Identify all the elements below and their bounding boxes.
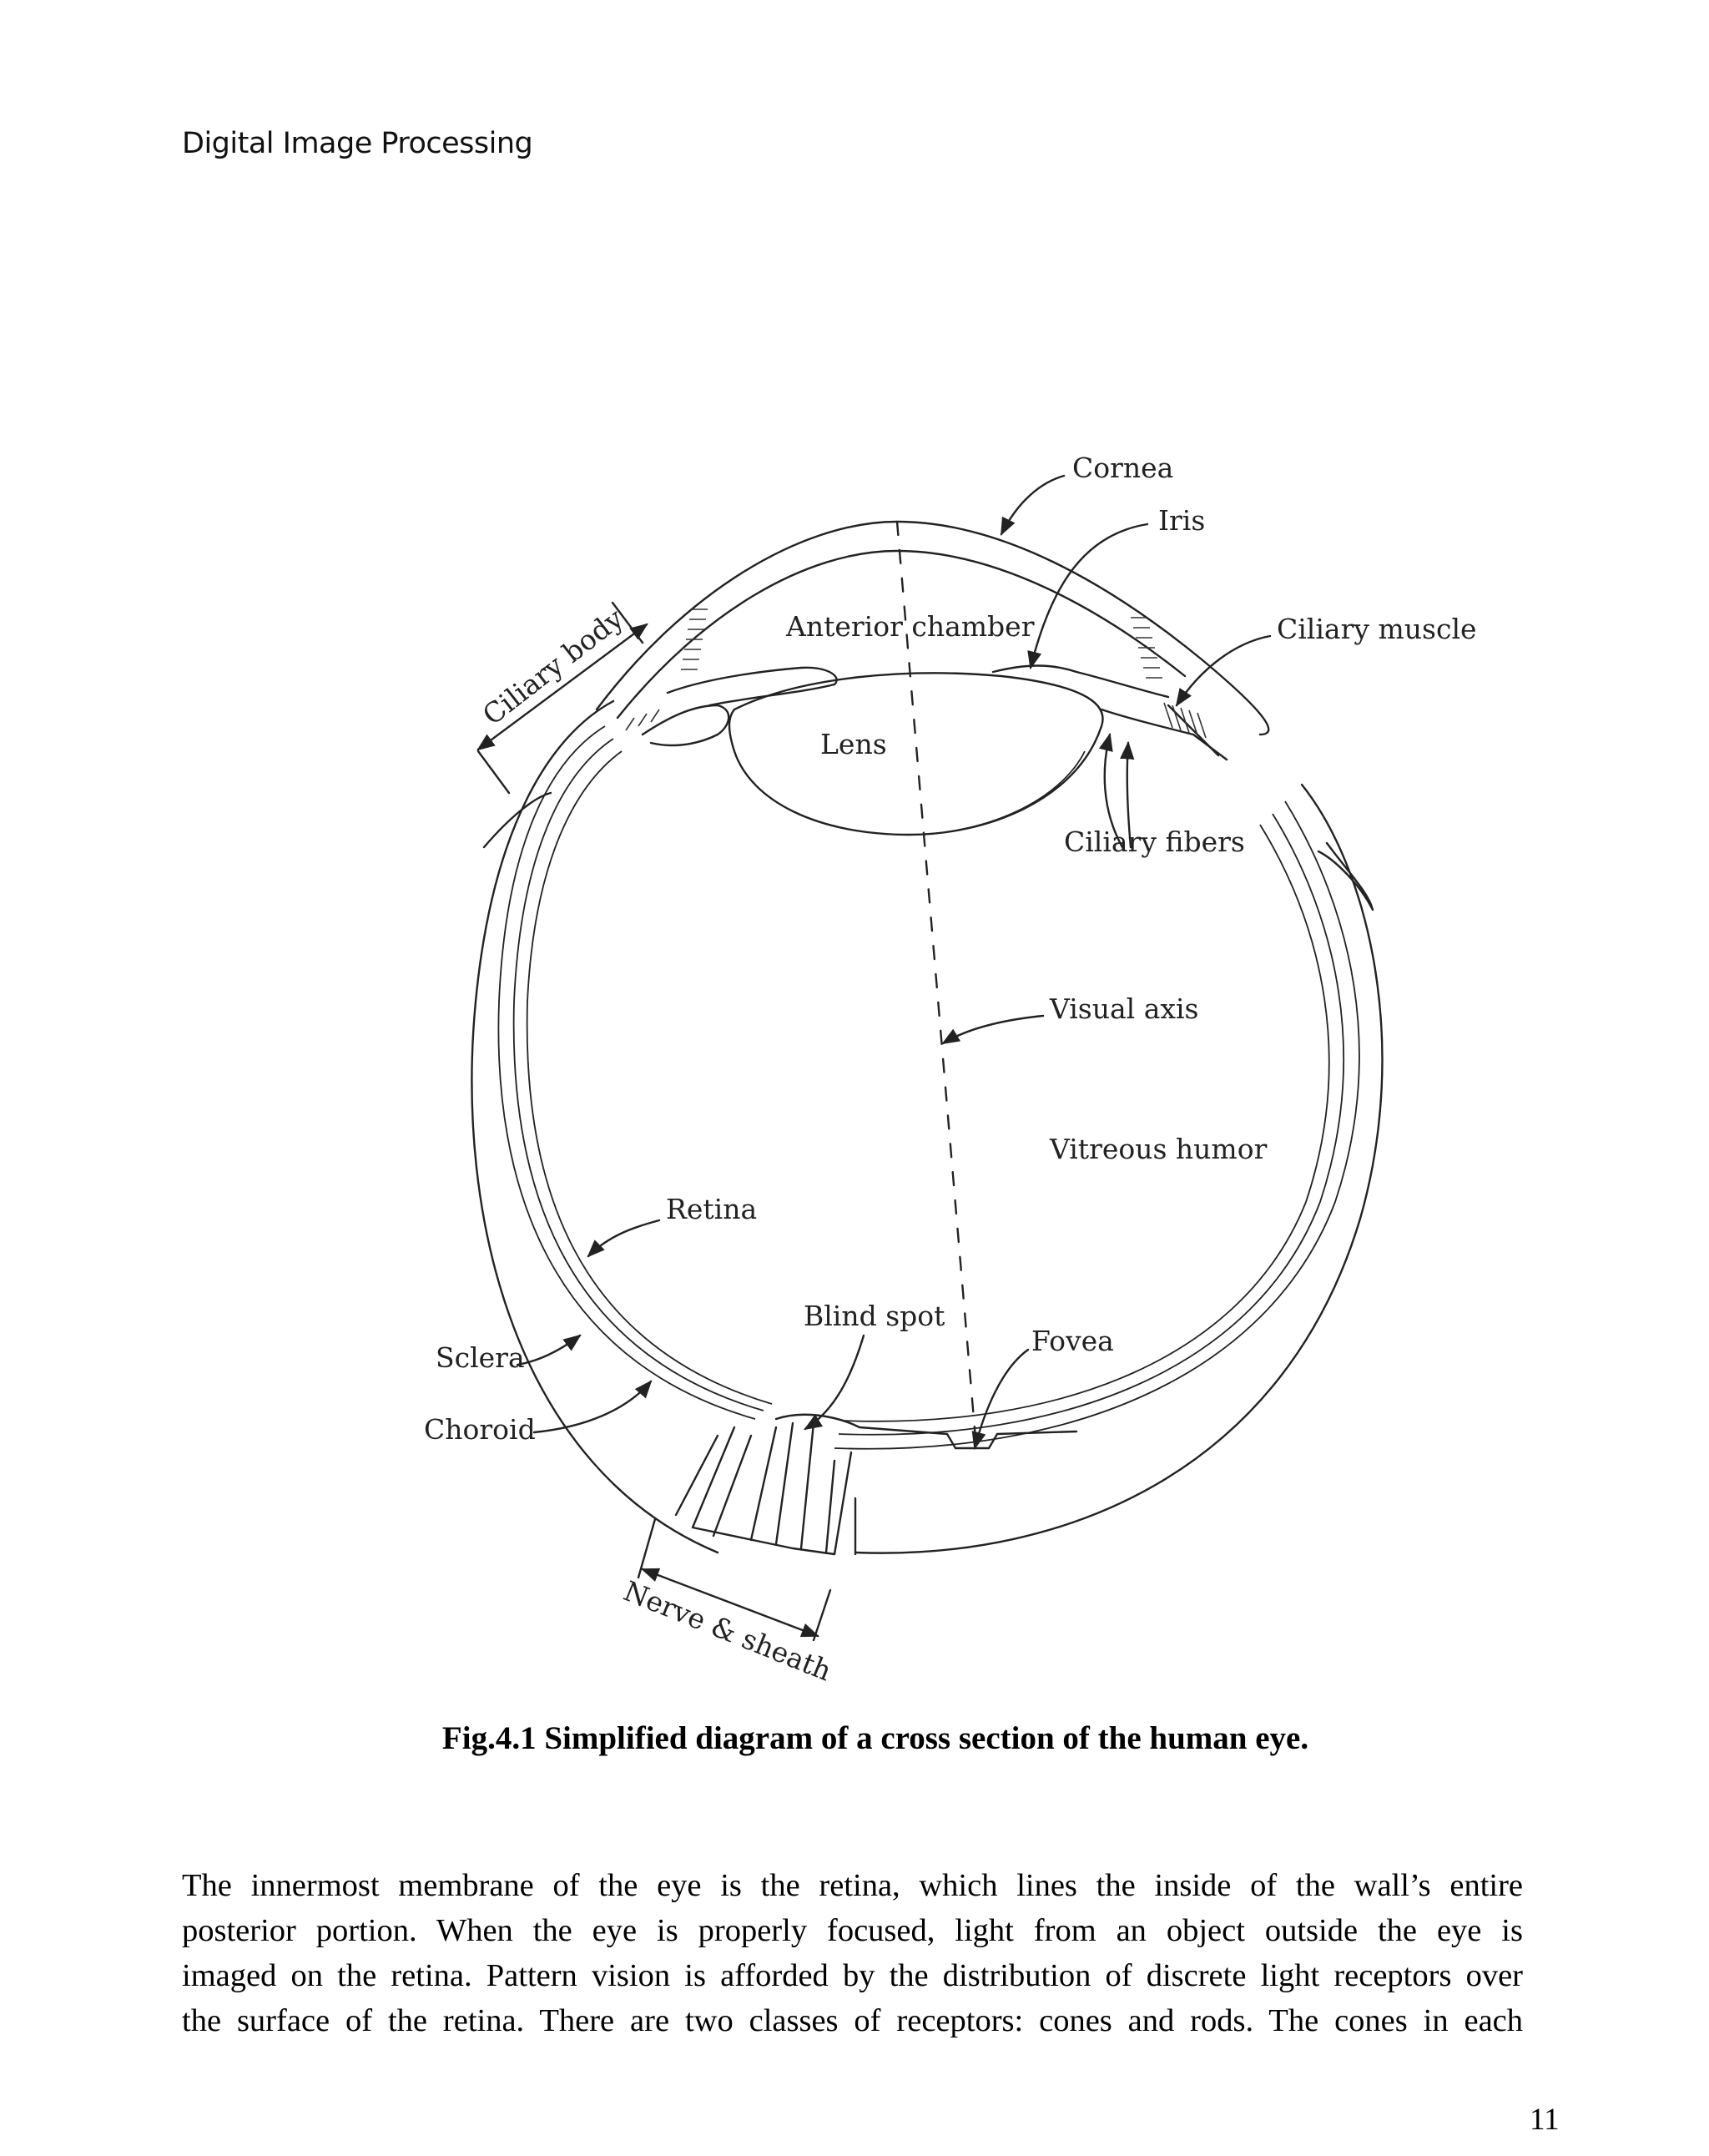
label-retina: Retina [666,1193,757,1225]
label-ciliary-body: Ciliary body [476,602,630,731]
visual-axis-line [895,520,978,1450]
page-number: 11 [1530,2103,1560,2137]
cornea-shape [482,520,1374,911]
lens-shape [728,672,1104,836]
label-blind-spot: Blind spot [804,1300,945,1332]
running-header: Digital Image Processing [182,127,533,160]
label-iris: Iris [1158,504,1205,537]
paragraph-line: imaged on the retina. Pattern vision is … [182,1958,1523,1993]
label-ciliary-muscle: Ciliary muscle [1277,613,1477,645]
label-vitreous-humor: Vitreous humor [1049,1133,1268,1165]
sclera-outline [471,699,1384,1554]
paragraph-line: posterior portion. When the eye is prope… [182,1913,1523,1948]
paragraph-line: the surface of the retina. There are two… [182,2003,1523,2038]
label-visual-axis: Visual axis [1049,992,1199,1025]
label-lens: Lens [820,728,887,760]
limbus-hatching [681,608,1162,679]
label-ciliary-fibers: Ciliary fibers [1064,826,1245,858]
paragraph-line: The innermost membrane of the eye is the… [182,1868,1523,1903]
figure-caption: Fig.4.1 Simplified diagram of a cross se… [441,1720,1309,1756]
label-choroid: Choroid [424,1413,536,1446]
body-paragraph: The innermost membrane of the eye is the… [182,1863,1523,2043]
optic-nerve [674,1413,1078,1556]
leader-lines [476,474,1272,1642]
label-sclera: Sclera [436,1341,525,1374]
label-fovea: Fovea [1031,1325,1114,1357]
iris-and-ciliary [625,664,1228,761]
label-anterior-chamber: Anterior chamber [785,610,1035,643]
label-cornea: Cornea [1072,452,1173,484]
